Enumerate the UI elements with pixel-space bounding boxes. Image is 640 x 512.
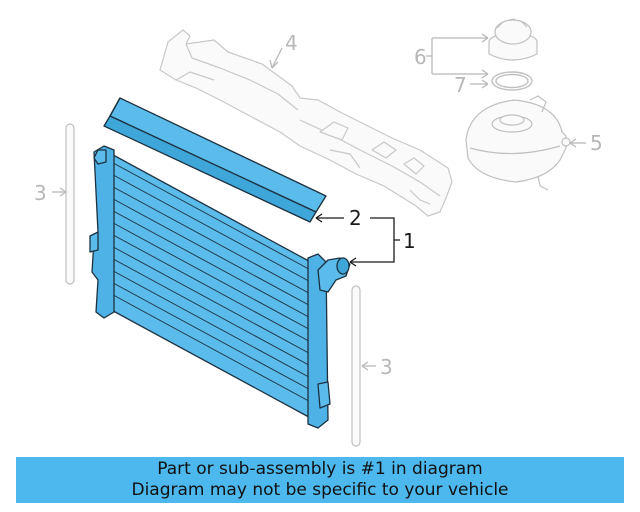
banner-line-2: Diagram may not be specific to your vehi… xyxy=(131,480,509,500)
banner-line-1: Part or sub-assembly is #1 in diagram xyxy=(157,459,483,479)
rubber-mount-strip-right xyxy=(351,285,361,447)
callout-3-left: 3 xyxy=(34,181,47,205)
callout-4: 4 xyxy=(285,31,298,55)
radiator-seal-strip xyxy=(103,97,327,223)
callout-1: 1 xyxy=(403,229,416,253)
leader-lines xyxy=(52,33,586,371)
rubber-mount-strip-left xyxy=(65,123,75,285)
callout-6: 6 xyxy=(414,45,427,69)
callout-7: 7 xyxy=(454,73,467,97)
radiator-core-fins xyxy=(103,157,319,407)
expansion-reservoir xyxy=(465,95,571,191)
radiator xyxy=(89,145,351,429)
o-ring-seal xyxy=(491,71,533,91)
callout-2: 2 xyxy=(349,206,362,230)
callout-3-right: 3 xyxy=(380,355,393,379)
assembly-notice-banner: Part or sub-assembly is #1 in diagram Di… xyxy=(16,457,624,503)
reservoir-cap xyxy=(488,18,538,61)
callout-5: 5 xyxy=(590,131,603,155)
air-deflector-panel xyxy=(159,29,453,217)
